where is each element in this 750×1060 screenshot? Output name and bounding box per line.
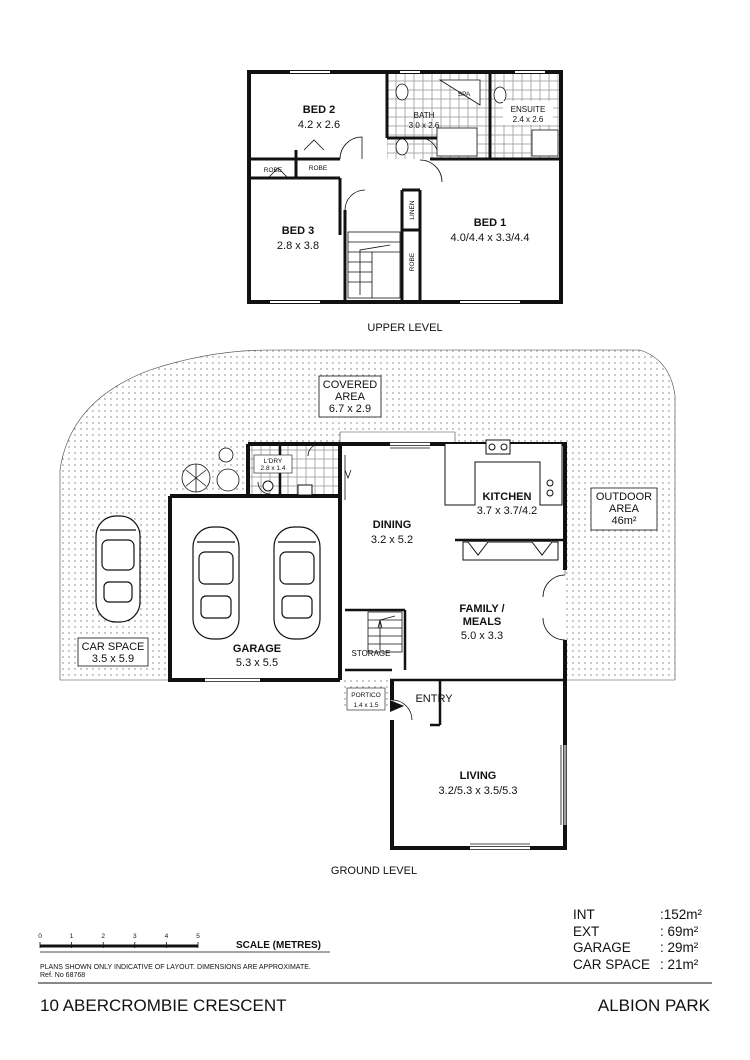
upper-level-label: UPPER LEVEL xyxy=(367,322,442,334)
family-line1: FAMILY / xyxy=(459,603,504,615)
family-line2: MEALS xyxy=(463,616,502,628)
scale-tick-4: 4 xyxy=(165,933,169,940)
ensuite-name: ENSUITE xyxy=(511,105,546,114)
linen-label: LINEN xyxy=(409,200,416,219)
kitchen-dims: 3.7 x 3.7/4.2 xyxy=(477,505,538,517)
scale-tick-2: 2 xyxy=(101,933,105,940)
scale-title: SCALE (METRES) xyxy=(236,940,321,951)
garage-dims: 5.3 x 5.5 xyxy=(236,657,278,669)
family-dims: 5.0 x 3.3 xyxy=(461,630,503,642)
car-space-car-icon xyxy=(95,515,141,623)
entry-arrow-icon xyxy=(390,700,404,712)
covered-label-box xyxy=(318,375,382,418)
area-value: : 29m² xyxy=(660,940,699,955)
outdoor-label-box xyxy=(590,487,658,531)
property-suburb: ALBION PARK xyxy=(597,996,710,1015)
bed3-dims: 2.8 x 3.8 xyxy=(277,240,319,252)
living-dims: 3.2/5.3 x 3.5/5.3 xyxy=(439,785,518,797)
covered-line2: AREA xyxy=(335,391,366,403)
portico-dims: 1.4 x 1.5 xyxy=(354,702,379,709)
ground-level: COVERED AREA 6.7 x 2.9 L'DRY 2.8 x 1.4 K… xyxy=(59,349,676,877)
bed2-name: BED 2 xyxy=(303,104,335,116)
scale-tick-0: 0 xyxy=(38,933,42,940)
scale-tick-3: 3 xyxy=(133,933,137,940)
robe-left-label: ROBE xyxy=(264,167,283,174)
ensuite-label-bg xyxy=(503,101,553,125)
carspace-label-box xyxy=(77,637,149,667)
living-name: LIVING xyxy=(460,770,497,782)
area-summary: INT :152m² EXT : 69m² GARAGE : 29m² CAR … xyxy=(573,907,713,973)
bed1-dims: 4.0/4.4 x 3.3/4.4 xyxy=(451,232,530,244)
disclaimer: PLANS SHOWN ONLY INDICATIVE OF LAYOUT. D… xyxy=(40,964,311,980)
portico-name: PORTICO xyxy=(351,692,381,699)
portico-label-box xyxy=(346,687,386,711)
area-row-carspace: CAR SPACE : 21m² xyxy=(573,957,713,974)
area-value: : 69m² xyxy=(660,923,699,939)
ldry-dims: 2.8 x 1.4 xyxy=(261,465,286,472)
area-value: : 21m² xyxy=(660,956,699,972)
carspace-name: CAR SPACE xyxy=(82,641,145,653)
kitchen-benches xyxy=(262,439,563,561)
area-value: :152m² xyxy=(660,907,703,922)
garage-name: GARAGE xyxy=(233,643,281,655)
disclaimer-line1: PLANS SHOWN ONLY INDICATIVE OF LAYOUT. D… xyxy=(40,964,311,971)
storage-name: STORAGE xyxy=(352,649,391,658)
ground-stairs xyxy=(367,611,403,653)
ldry-name: L'DRY xyxy=(264,458,283,465)
area-row-int: INT :152m² xyxy=(573,907,713,924)
disclaimer-ref: Ref. No 68768 xyxy=(40,972,86,979)
outdoor-dims: 46m² xyxy=(611,515,636,527)
spa-label: SPA xyxy=(458,91,471,98)
upper-stairs xyxy=(347,231,401,299)
upper-level: BED 2 4.2 x 2.6 BATH 3.0 x 2.6 SPA ENSUI… xyxy=(247,70,563,334)
robe-right-label: ROBE xyxy=(309,165,328,172)
garden-plants xyxy=(181,447,240,493)
scale-tick-1: 1 xyxy=(70,933,74,940)
covered-dims: 6.7 x 2.9 xyxy=(329,403,371,415)
bed3-name: BED 3 xyxy=(282,225,314,237)
area-row-garage: GARAGE : 29m² xyxy=(573,940,713,957)
dining-dims: 3.2 x 5.2 xyxy=(371,534,413,546)
property-address: 10 ABERCROMBIE CRESCENT xyxy=(40,996,287,1015)
kitchen-name: KITCHEN xyxy=(483,491,532,503)
area-row-ext: EXT : 69m² xyxy=(573,924,713,941)
bed2-dims: 4.2 x 2.6 xyxy=(298,119,340,131)
robe-bed1-label: ROBE xyxy=(409,252,416,271)
area-label: EXT xyxy=(573,923,600,939)
garage-cars xyxy=(95,515,321,640)
ground-level-label: GROUND LEVEL xyxy=(331,865,417,877)
covered-line1: COVERED xyxy=(323,379,377,391)
scale-bar: 0 1 2 3 4 5 xyxy=(38,933,330,953)
bath-name: BATH xyxy=(414,111,435,120)
garage-car-1-icon xyxy=(192,526,240,640)
garage-car-2-icon xyxy=(273,526,321,640)
scale-tick-5: 5 xyxy=(196,933,200,940)
carspace-dims: 3.5 x 5.9 xyxy=(92,653,134,665)
upper-fixtures xyxy=(395,79,559,157)
area-label: GARAGE xyxy=(573,940,631,955)
dining-name: DINING xyxy=(373,519,412,531)
area-label: CAR SPACE xyxy=(573,956,651,972)
area-label: INT xyxy=(573,907,595,922)
ensuite-dims: 2.4 x 2.6 xyxy=(513,115,544,124)
entry-name: ENTRY xyxy=(415,693,453,705)
bed1-name: BED 1 xyxy=(474,217,506,229)
bath-dims: 3.0 x 2.6 xyxy=(409,121,440,130)
outdoor-line1: OUTDOOR xyxy=(596,491,652,503)
ldry-label-box xyxy=(253,454,293,474)
outdoor-line2: AREA xyxy=(609,503,640,515)
